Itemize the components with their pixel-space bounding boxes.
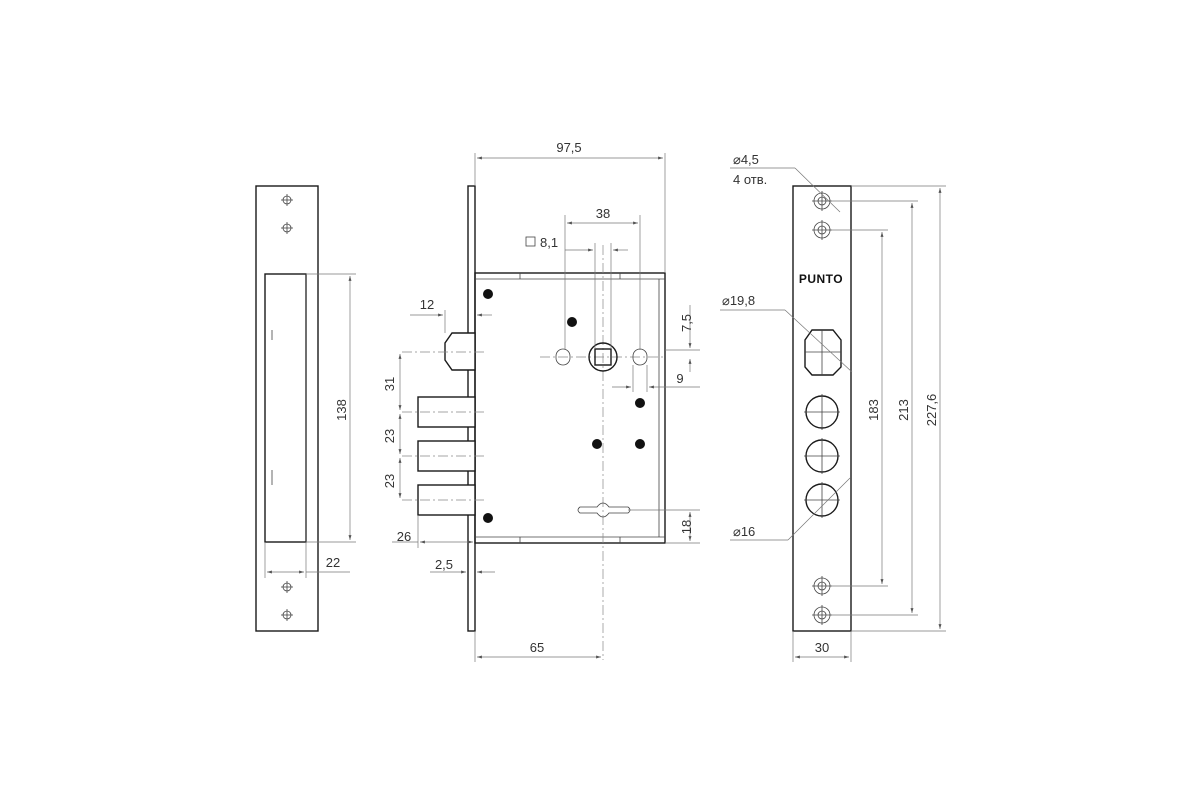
case-screw-3	[635, 398, 645, 408]
faceplate-screw-hole-2	[812, 220, 832, 240]
dim-outer-screw-spacing: 213	[896, 399, 911, 421]
lock-body-view: 97,5 38 8,1 12 7,5 9 31 23 23	[382, 140, 700, 662]
faceplate-outline	[792, 185, 852, 632]
strike-screw-hole-4	[281, 609, 293, 621]
dim-spindle-to-cylinder: 38	[596, 206, 610, 221]
strike-screw-hole-3	[281, 581, 293, 593]
square-symbol-icon	[525, 236, 536, 247]
strike-screw-hole-1	[281, 194, 293, 206]
faceplate-front-view: PUNTO	[720, 152, 946, 662]
strike-plate-view: 138 22	[255, 185, 356, 632]
diameter-symbol-icon: ⌀	[722, 293, 730, 308]
dim-strike-width: 22	[326, 555, 340, 570]
latch-bolt	[444, 332, 476, 371]
strike-plate-pocket	[264, 273, 307, 543]
case-screw-2	[567, 317, 577, 327]
dim-bolt-hole-diameter: ⌀16	[733, 524, 755, 539]
brand-logo: PUNTO	[799, 272, 843, 286]
dim-overall-depth: 97,5	[556, 140, 581, 155]
strike-plate-outline	[255, 185, 319, 632]
spindle-hub	[588, 342, 618, 372]
dim-inner-screw-spacing: 183	[866, 399, 881, 421]
dim-faceplate-width: 30	[815, 640, 829, 655]
dim-bolt-spacing-2: 23	[382, 429, 397, 443]
bolt-hole-3	[804, 482, 840, 518]
latch-opening	[804, 329, 842, 376]
dim-screw-hole-count: 4 отв.	[733, 172, 767, 187]
dim-spindle-offset-top: 7,5	[679, 314, 694, 332]
faceplate-screw-hole-4	[812, 605, 832, 625]
strike-screw-hole-2	[281, 222, 293, 234]
dim-backset: 65	[530, 640, 544, 655]
case-screw-4	[592, 439, 602, 449]
diameter-symbol-icon: ⌀	[733, 152, 741, 167]
dim-faceplate-height: 227,6	[924, 394, 939, 427]
case-screw-5	[635, 439, 645, 449]
faceplate-screw-hole-3	[812, 576, 832, 596]
diameter-symbol-icon: ⌀	[733, 524, 741, 539]
bolt-hole-2	[804, 438, 840, 474]
dim-keyhole-offset: 18	[679, 520, 694, 534]
case-screw-1	[483, 289, 493, 299]
dim-bolt-spacing-3: 23	[382, 474, 397, 488]
case-screw-6	[483, 513, 493, 523]
dim-screw-hole-diameter: ⌀4,5	[733, 152, 759, 167]
lock-case	[474, 272, 666, 544]
dim-bolt-spacing-1: 31	[382, 377, 397, 391]
dim-strike-height: 138	[334, 399, 349, 421]
dim-bolt-projection: 26	[397, 529, 411, 544]
dim-latch-projection: 12	[420, 297, 434, 312]
bolt-hole-1	[804, 394, 840, 430]
dim-spindle-hole-diameter: ⌀19,8	[722, 293, 755, 308]
keyhole	[577, 502, 631, 518]
square-spindle-hole	[594, 348, 612, 366]
left-slot	[555, 348, 571, 366]
dim-square-spindle: 8,1	[540, 235, 558, 250]
dim-spindle-offset-side: 9	[676, 371, 683, 386]
dim-faceplate-thickness: 2,5	[435, 557, 453, 572]
